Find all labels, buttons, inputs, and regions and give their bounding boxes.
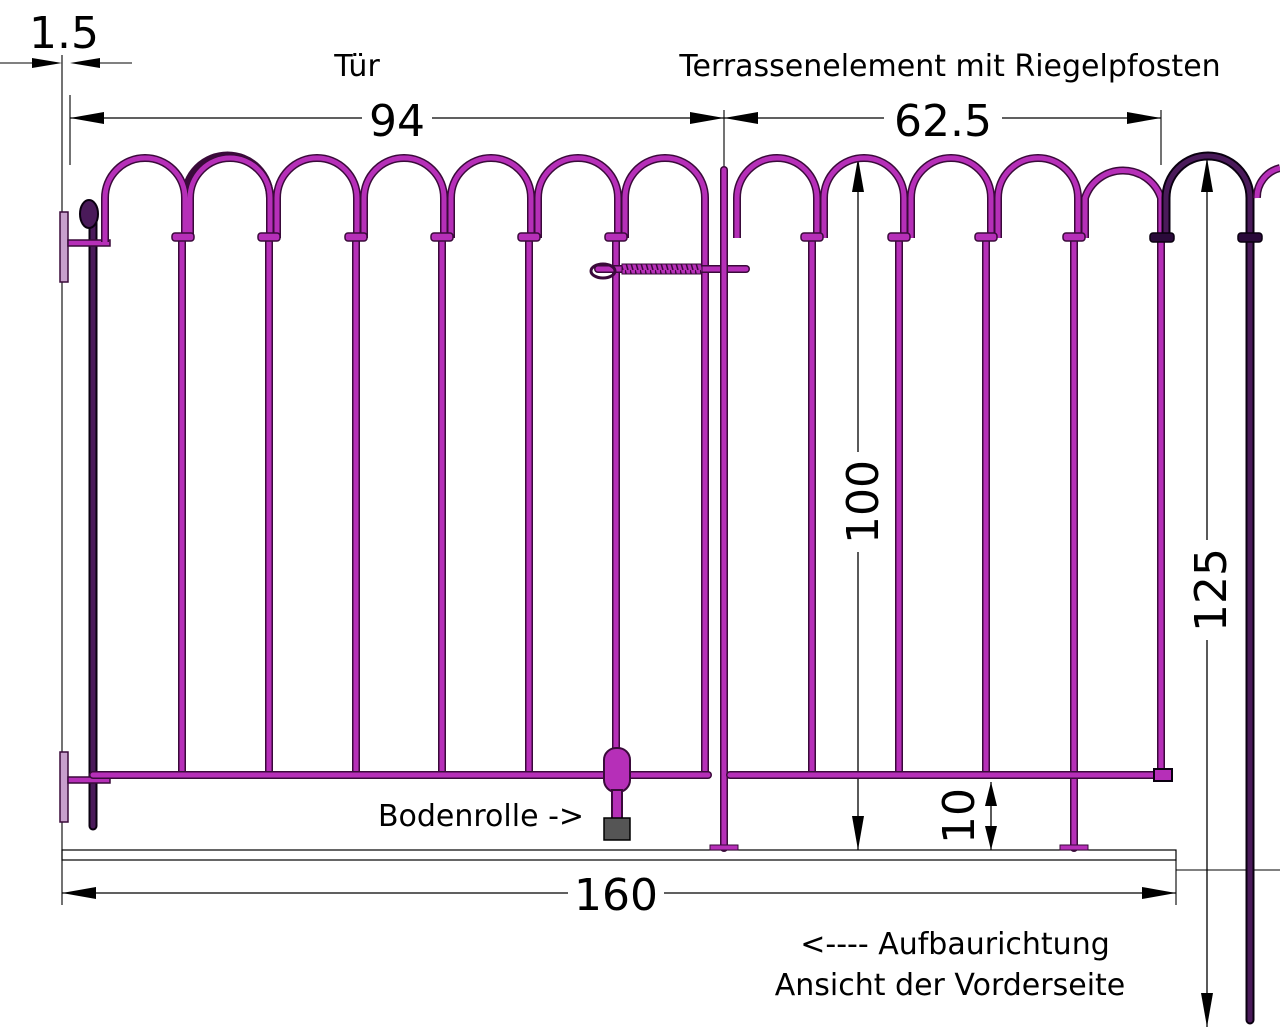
dim-total-width-label: 160 <box>574 870 658 921</box>
next-element <box>1149 151 1280 1025</box>
dim-terrace-width-label: 62.5 <box>894 96 992 147</box>
label-build-direction: <---- Aufbaurichtung <box>800 927 1110 962</box>
dim-door-width: 94 <box>70 96 724 147</box>
dim-ground-clearance: 10 <box>934 782 997 850</box>
dim-height-125-label: 125 <box>1186 548 1237 632</box>
dim-total-width: 160 <box>62 870 1176 921</box>
dim-gap-label: 1.5 <box>29 8 99 59</box>
label-floor-roller: Bodenrolle -> <box>378 799 584 834</box>
label-terrace-element: Terrassenelement mit Riegelpfosten <box>678 49 1220 84</box>
dim-height-100-label: 100 <box>838 460 889 544</box>
dim-gap: 1.5 <box>29 8 100 68</box>
dim-ground-clearance-label: 10 <box>934 788 985 844</box>
ground-slab <box>61 849 1177 861</box>
dim-height-100: 100 <box>836 158 889 850</box>
label-front-view: Ansicht der Vorderseite <box>775 968 1126 1003</box>
label-door: Tür <box>333 49 380 84</box>
door-element <box>59 151 750 841</box>
terrace-element <box>726 154 1173 852</box>
dim-terrace-width: 62.5 <box>724 96 1161 147</box>
dim-door-width-label: 94 <box>369 96 425 147</box>
dim-height-125: 125 <box>1183 158 1237 1027</box>
latch-post <box>709 166 739 852</box>
